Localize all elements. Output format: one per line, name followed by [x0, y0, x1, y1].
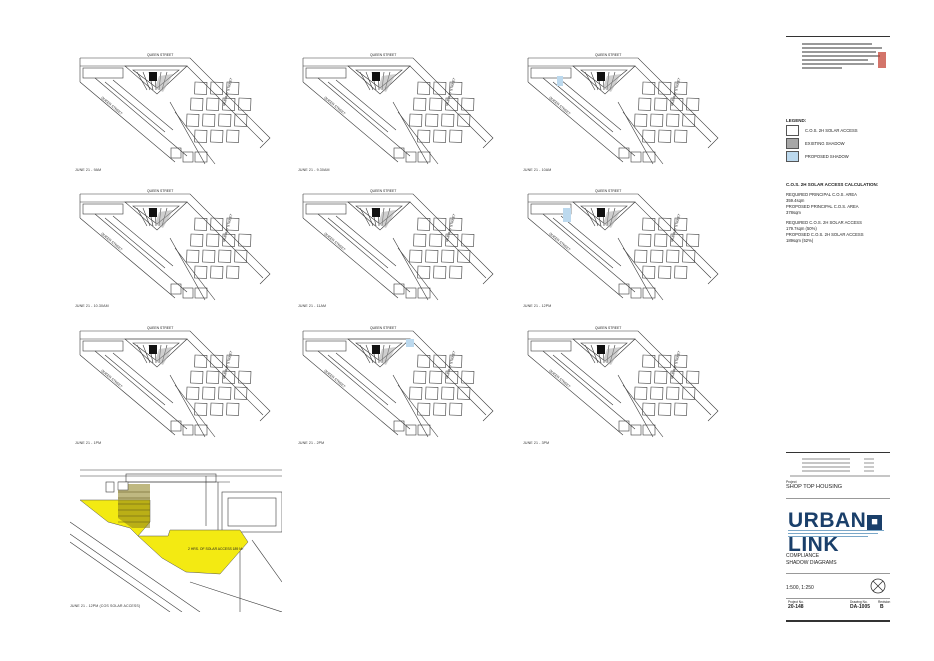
legend-label: EXISTING SHADOW [805, 140, 845, 146]
project-name: SHOP TOP HOUSING [786, 484, 843, 490]
panel-caption: JUNE 21 - 1PM [75, 441, 102, 445]
street-label-top: QUEEN STREET [147, 326, 173, 330]
brand-right: LINK [788, 533, 839, 556]
calc-line-3: PROPOSED PRINCIPAL C.O.S. AREA [786, 204, 859, 209]
revision-label: Revision [878, 600, 891, 604]
calc-line-8: 189sqm (52%) [786, 238, 814, 243]
brand-left: URBAN [788, 509, 867, 532]
legend-swatch [786, 125, 799, 136]
street-label-top: QUEEN STREET [595, 53, 621, 57]
street-label-top: QUEEN STREET [147, 53, 173, 57]
calculation-block: C.O.S. 2H SOLAR ACCESS CALCULATION: REQU… [786, 182, 890, 244]
drawing-no-label: Drawing No. [850, 600, 868, 604]
street-label-top: QUEEN STREET [595, 326, 621, 330]
drawing-title-1: COMPLIANCE [786, 553, 820, 559]
legend-swatch [786, 151, 799, 162]
street-label-right: MURRAY STREET [222, 213, 233, 242]
revision-notes-scribble [802, 43, 886, 69]
street-label-top: QUEEN STREET [370, 53, 396, 57]
title-rule [786, 573, 890, 574]
drawing-scale: 1:500, 1:250 [786, 585, 814, 591]
revision-notes-block [802, 42, 886, 70]
street-label-right: MURRAY STREET [445, 350, 456, 379]
panel-caption: JUNE 21 - 11AM [298, 304, 327, 308]
street-label-right: MURRAY STREET [670, 350, 681, 379]
panel-caption: JUNE 21 - 2PM [298, 441, 325, 445]
revision-table-lines [790, 458, 890, 477]
cos-solar-plan: 2 HRS. OF SOLAR ACCESS 189 M² JUNE 21 - … [70, 462, 282, 612]
north-arrow-icon [870, 578, 886, 599]
street-label-top: QUEEN STREET [370, 326, 396, 330]
brand-tagline [788, 530, 892, 537]
panel-caption: JUNE 21 - 10.30AM [75, 304, 109, 308]
panel-caption: JUNE 21 - 12PM [523, 304, 552, 308]
calc-line-1: REQUIRED PRINCIPAL C.O.S. AREA [786, 192, 857, 197]
legend-label: PROPOSED SHADOW [805, 153, 849, 159]
panel-caption: JUNE 21 - 9.30AM [298, 168, 330, 172]
street-label-top: QUEEN STREET [147, 189, 173, 193]
calc-line-4: 378sqm [786, 210, 801, 215]
legend-label: C.O.S. 2H SOLAR ACCESS [805, 127, 858, 133]
calc-line-6: 179.7sqm (50%) [786, 226, 817, 231]
project-no-label: Project No. [788, 600, 804, 604]
title-block-top-rule [786, 36, 890, 37]
legend-swatch [786, 138, 799, 149]
brand-mark-icon: ■ [867, 515, 883, 530]
street-label-right: MURRAY STREET [670, 213, 681, 242]
cos-plan-svg: 2 HRS. OF SOLAR ACCESS 189 M² [70, 462, 282, 612]
calc-line-5: REQUIRED C.O.S. 2H SOLAR ACCESS [786, 220, 862, 225]
legend-row: PROPOSED SHADOW [786, 150, 890, 163]
street-label-right: MURRAY STREET [222, 350, 233, 379]
street-label-right: MURRAY STREET [445, 77, 456, 106]
calc-title: C.O.S. 2H SOLAR ACCESS CALCULATION: [786, 182, 879, 187]
legend-row: EXISTING SHADOW [786, 137, 890, 150]
panel-caption: JUNE 21 - 10AM [523, 168, 552, 172]
street-label-right: MURRAY STREET [445, 213, 456, 242]
plan-area-label: 2 HRS. OF SOLAR ACCESS 189 M² [188, 547, 244, 551]
revision-table-rule [786, 452, 890, 453]
calc-line-7: PROPOSED C.O.S. 2H SOLAR ACCESS [786, 232, 864, 237]
calc-line-2: 359.4sqm [786, 198, 805, 203]
plan-caption: JUNE 21 - 12PM (COS SOLAR ACCESS) [70, 604, 141, 608]
legend-row: C.O.S. 2H SOLAR ACCESS [786, 124, 890, 137]
revision-value: B [880, 604, 884, 610]
project-rule [786, 498, 890, 499]
panel-caption: JUNE 21 - 3PM [523, 441, 550, 445]
title-block-bottom-rule [786, 620, 890, 622]
street-label-top: QUEEN STREET [595, 189, 621, 193]
street-label-right: MURRAY STREET [222, 77, 233, 106]
street-label-top: QUEEN STREET [370, 189, 396, 193]
urban-link-logo: URBAN■ LINK [788, 509, 934, 557]
drawing-title-2: SHADOW DIAGRAMS [786, 560, 837, 566]
panel-caption: JUNE 21 - 9AM [75, 168, 102, 172]
revision-table [790, 456, 890, 478]
drawing-no: DA-1005 [850, 604, 871, 610]
legend-list: C.O.S. 2H SOLAR ACCESS EXISTING SHADOW PRO… [786, 124, 890, 163]
street-label-right: MURRAY STREET [670, 77, 681, 106]
project-no: 20-148 [788, 604, 804, 610]
scale-rule [786, 598, 890, 599]
legend-block: LEGEND: C.O.S. 2H SOLAR ACCESS EXISTING S… [786, 118, 890, 163]
legend-title: LEGEND: [786, 118, 807, 123]
project-label: Project [786, 480, 797, 484]
